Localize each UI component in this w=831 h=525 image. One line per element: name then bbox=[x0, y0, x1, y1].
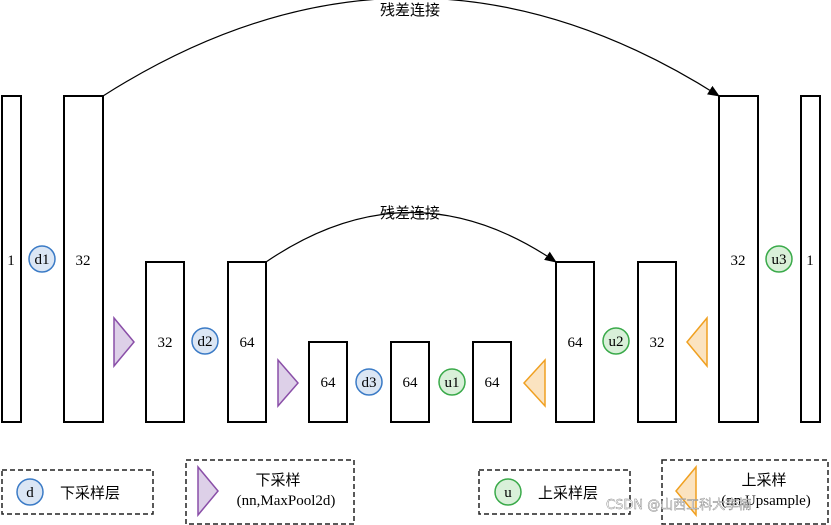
downsample-layer-label-d2: d2 bbox=[198, 334, 213, 350]
upsample-triangle-1 bbox=[522, 358, 546, 408]
block-dec-32a-label: 32 bbox=[650, 335, 665, 351]
block-enc-32b bbox=[145, 261, 185, 423]
block-dec-32b bbox=[718, 95, 759, 423]
block-dec-32b-label: 32 bbox=[731, 253, 746, 269]
downsample-layer-label-d3: d3 bbox=[362, 375, 377, 391]
upsample-layer-label-u1: u1 bbox=[445, 375, 460, 391]
block-bottleneck-64a-label: 64 bbox=[321, 375, 337, 391]
legend-maxpool-title: 下采样 bbox=[255, 471, 300, 489]
downsample-layer-circle-d1 bbox=[28, 245, 56, 273]
downsample-layer-circle-d3 bbox=[355, 368, 383, 396]
legend-upsample bbox=[661, 459, 829, 525]
upsample-layer-circle-u1 bbox=[438, 368, 466, 396]
legend-upsample-title: 上采样 bbox=[741, 471, 786, 489]
skip-connection-inner-label: 残差连接 bbox=[380, 204, 440, 222]
block-enc-32b-label: 32 bbox=[158, 335, 173, 351]
block-bottleneck-64b bbox=[390, 341, 430, 423]
skip-connection-outer bbox=[102, 0, 720, 97]
block-enc-32a bbox=[63, 95, 104, 423]
legend-maxpool-subtitle: (nn,MaxPool2d) bbox=[237, 493, 336, 509]
upsample-triangle-2 bbox=[686, 315, 708, 369]
block-enc-64a bbox=[227, 261, 267, 423]
legend-upsample-layer-symbol: u bbox=[504, 485, 512, 501]
block-output-label: 1 bbox=[806, 253, 814, 269]
block-dec-64-label: 64 bbox=[568, 335, 584, 351]
upsample-layer-label-u2: u2 bbox=[609, 334, 624, 350]
legend-downsample-layer-symbol: d bbox=[26, 485, 34, 501]
downsample-layer-label-d1: d1 bbox=[35, 252, 50, 268]
block-input-label: 1 bbox=[7, 253, 15, 269]
block-bottleneck-64c-label: 64 bbox=[485, 375, 501, 391]
upsample-layer-circle-u2 bbox=[602, 327, 630, 355]
block-enc-32a-label: 32 bbox=[76, 253, 91, 269]
maxpool-triangle-1 bbox=[113, 315, 135, 369]
legend-downsample-layer bbox=[1, 469, 154, 515]
block-enc-64a-label: 64 bbox=[240, 335, 256, 351]
legend-downsample-layer-label: 下采样层 bbox=[60, 484, 120, 502]
legend-downsample-layer-icon bbox=[16, 478, 44, 506]
legend-upsample-layer-icon bbox=[494, 478, 522, 506]
legend-upsample-layer bbox=[478, 469, 631, 515]
upsample-layer-label-u3: u3 bbox=[772, 252, 787, 268]
block-bottleneck-64a bbox=[308, 341, 348, 423]
skip-connection-outer-label: 残差连接 bbox=[380, 1, 440, 19]
block-dec-64 bbox=[555, 261, 595, 423]
block-bottleneck-64b-label: 64 bbox=[403, 375, 419, 391]
block-dec-32a bbox=[637, 261, 677, 423]
csdn-watermark: CSDN @山西工科大李楠 bbox=[606, 498, 751, 513]
maxpool-triangle-2 bbox=[277, 357, 299, 409]
block-output bbox=[800, 95, 821, 423]
legend-upsample-icon bbox=[675, 464, 697, 518]
legend-maxpool bbox=[185, 459, 355, 525]
downsample-layer-circle-d2 bbox=[191, 327, 219, 355]
upsample-layer-circle-u3 bbox=[765, 245, 793, 273]
skip-connection-inner bbox=[265, 212, 557, 263]
block-input bbox=[1, 95, 22, 423]
legend-upsample-layer-label: 上采样层 bbox=[538, 484, 598, 502]
block-bottleneck-64c bbox=[472, 341, 512, 423]
legend-upsample-subtitle: (nn.Upsample) bbox=[721, 493, 811, 509]
legend-maxpool-icon bbox=[197, 464, 219, 518]
